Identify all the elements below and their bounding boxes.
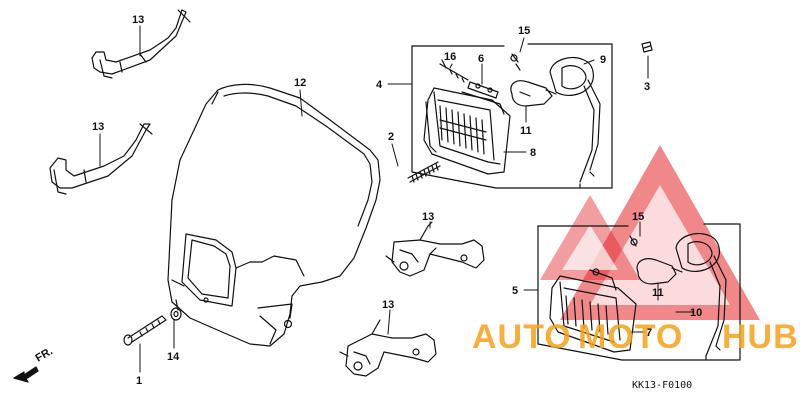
callout-14: 14 (167, 351, 180, 363)
callout-1: 1 (136, 375, 142, 387)
callout-16: 16 (444, 51, 456, 63)
bracket-13-top (91, 9, 191, 79)
socket-9-top (549, 57, 601, 189)
front-direction-label: FR. (34, 345, 55, 364)
callout-labels: 13 13 12 4 16 6 15 9 3 2 11 8 13 15 5 11… (34, 14, 703, 391)
callout-5: 5 (512, 285, 518, 297)
leader-lines (99, 25, 695, 373)
callout-11-lower: 11 (652, 287, 664, 299)
watermark-text-moto: MOTO (578, 318, 683, 356)
bolt-1 (123, 315, 167, 346)
bracket-13-lower (339, 319, 437, 377)
callout-3: 3 (644, 81, 650, 93)
headlight-assembly-box-4 (411, 43, 613, 189)
callout-13-top: 13 (132, 14, 144, 26)
headlight-cover-12 (167, 83, 381, 347)
drawing-code: KK13-F0100 (632, 380, 692, 391)
screw-15-lower (629, 235, 638, 247)
callout-13-left: 13 (92, 121, 104, 133)
screw-16 (439, 59, 469, 83)
washer-14 (170, 307, 182, 321)
callout-6: 6 (478, 53, 484, 65)
callout-15-lower: 15 (632, 211, 644, 223)
callout-11-top: 11 (520, 125, 532, 137)
callout-13-center: 13 (422, 211, 434, 223)
socket-10-lower (675, 233, 727, 361)
bracket-13-left (49, 123, 153, 195)
bulb-11-top (510, 80, 557, 107)
bracket-13-center (385, 221, 485, 277)
headlight-unit-8 (423, 81, 511, 175)
watermark-text-auto: AUTO (472, 318, 572, 356)
callout-9: 9 (600, 54, 606, 66)
callout-7: 7 (646, 327, 652, 339)
front-direction-arrow-icon (13, 366, 39, 383)
screw-15-top (510, 53, 521, 71)
callout-15-top: 15 (518, 25, 530, 37)
turn-signal-box-5 (537, 223, 741, 361)
clip-3 (641, 41, 653, 53)
watermark-logo (540, 145, 760, 320)
callout-10: 10 (690, 307, 702, 319)
bulb-11-lower (636, 258, 683, 285)
callout-4: 4 (376, 79, 383, 91)
callout-13-lower: 13 (382, 299, 394, 311)
watermark-text: AUTO MOTO HUB (472, 318, 799, 356)
callout-2: 2 (388, 131, 394, 143)
callout-12: 12 (294, 77, 306, 89)
watermark-text-hub: HUB (722, 318, 799, 356)
lamp-unit-7 (549, 268, 637, 353)
callout-8: 8 (530, 147, 536, 159)
